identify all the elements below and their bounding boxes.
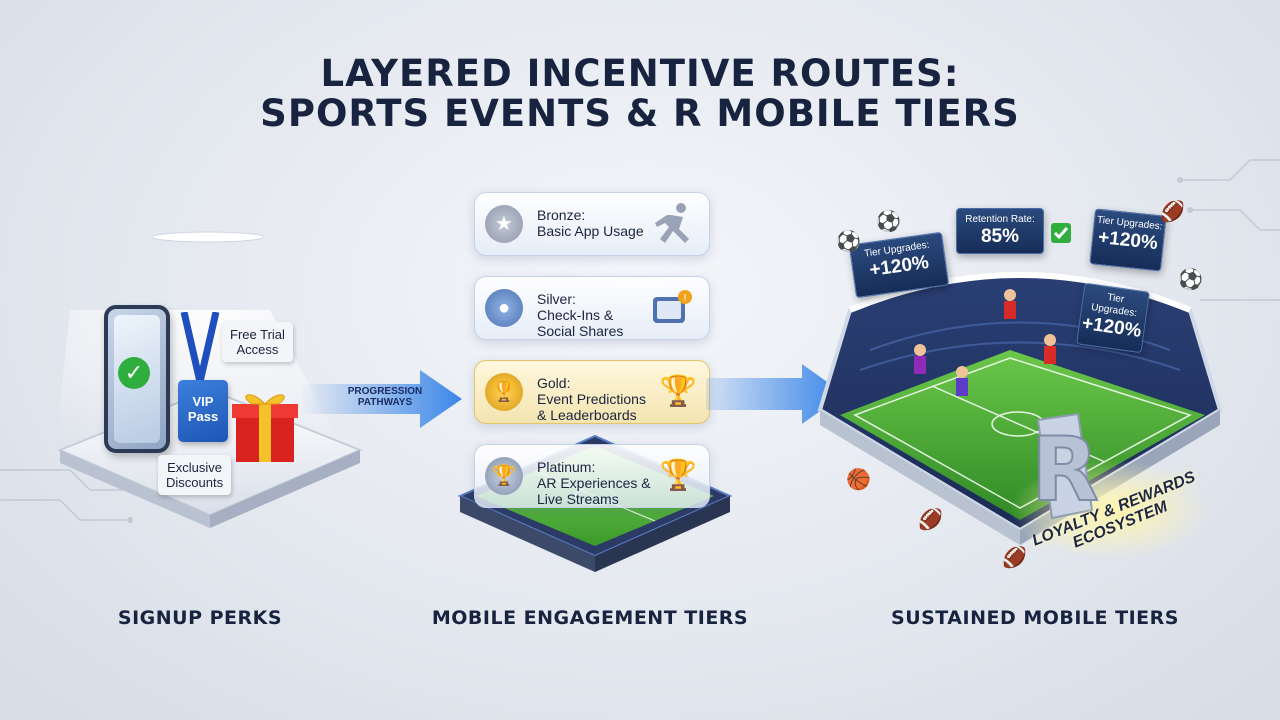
trophy-icon: 🏆 (659, 375, 697, 408)
tier-card-bronze: ★ Bronze: Basic App Usage (474, 192, 710, 256)
checkmark-icon: ✓ (118, 357, 150, 389)
progression-line1: PROGRESSION (347, 386, 423, 397)
tier-desc-line2: Live Streams (537, 491, 619, 507)
section-label-sustained-tiers: SUSTAINED MOBILE TIERS (891, 607, 1179, 629)
progression-label: PROGRESSION PATHWAYS (330, 386, 440, 408)
user-badge-icon: ● (485, 289, 523, 327)
phone-icon: ✓ (104, 305, 170, 453)
exclusive-line2: Discounts (166, 475, 224, 490)
football-icon: 🏈 (1002, 547, 1027, 569)
tier-name: Silver: (537, 291, 576, 307)
tier-name: Bronze: (537, 207, 586, 223)
player-icons (914, 289, 1056, 396)
soccer-ball-icon: ⚽ (876, 211, 901, 233)
star-medal-icon: ★ (485, 205, 523, 243)
section-label-engagement-tiers: MOBILE ENGAGEMENT TIERS (431, 607, 749, 629)
runner-icon (655, 203, 689, 243)
svg-text:!: ! (683, 293, 687, 304)
page-title-line1: LAYERED INCENTIVE ROUTES: (320, 52, 960, 95)
vip-label-1: VIP (192, 394, 214, 409)
check-flag-icon (1051, 223, 1071, 243)
trophy-icon: 🏆 (659, 459, 697, 492)
free-trial-line2: Access (236, 342, 279, 357)
spotlight-icon (151, 231, 265, 243)
football-icon: 🏈 (1160, 201, 1185, 223)
gift-box-icon (232, 394, 298, 462)
tier-name: Platinum: (537, 459, 596, 475)
tier-name: Gold: (537, 375, 571, 391)
basketball-icon: 🏀 (846, 469, 871, 491)
vip-label-2: Pass (187, 409, 219, 424)
tier-to-stadium-arrow (706, 364, 844, 424)
exclusive-line1: Exclusive (167, 460, 222, 475)
football-icon: 🏈 (918, 509, 943, 531)
stat-tier-upgrades-2: Tier Upgrades: +120% (1089, 208, 1167, 272)
page-title-line2: SPORTS EVENTS & R MOBILE TIERS (260, 92, 1020, 135)
soccer-ball-icon: ⚽ (1178, 269, 1203, 291)
trophy-medal-icon: 🏆 (485, 373, 523, 411)
tier-desc-line1: AR Experiences & (537, 475, 651, 491)
tier-desc-line1: Basic App Usage (537, 223, 644, 239)
stat-retention-rate: Retention Rate: 85% (956, 208, 1044, 254)
tier-desc-line1: Event Predictions (537, 391, 646, 407)
stat-tier-upgrades-3: Tier Upgrades: +120% (1076, 282, 1150, 354)
r-logo: R (1031, 418, 1099, 521)
soccer-ball-icon: ⚽ (836, 231, 861, 253)
tier-card-gold: 🏆 Gold: Event Predictions & Leaderboards… (474, 360, 710, 424)
tier-card-silver: ● Silver: Check-Ins & Social Shares ! (474, 276, 710, 340)
vip-pass-card: VIP Pass (178, 380, 228, 442)
section-label-signup-perks: SIGNUP PERKS (117, 607, 283, 629)
stat-value: 85% (980, 226, 1020, 247)
free-trial-line1: Free Trial (230, 327, 285, 342)
exclusive-discounts-tag: Exclusive Discounts (158, 455, 232, 495)
tier-card-platinum: 🏆 Platinum: AR Experiences & Live Stream… (474, 444, 710, 508)
progression-arrow (300, 370, 462, 428)
tablet-alert-icon: ! (653, 290, 692, 323)
tier-desc-line2: & Leaderboards (537, 407, 637, 423)
tier-desc-line2: Social Shares (537, 323, 624, 339)
trophy-medal-icon: 🏆 (485, 457, 523, 495)
free-trial-tag: Free Trial Access (222, 322, 293, 362)
tier-desc-line1: Check-Ins & (537, 307, 614, 323)
stat-label: Retention Rate: (965, 214, 1035, 225)
progression-line2: PATHWAYS (357, 397, 413, 408)
